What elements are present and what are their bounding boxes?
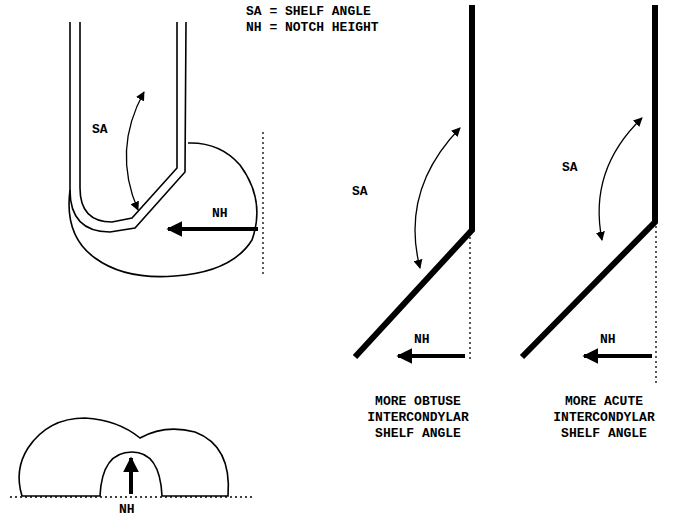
shelf-schematic: [522, 5, 655, 357]
notch-height-arrow: [398, 354, 465, 358]
key-text: SA = SHELF ANGLE: [246, 4, 371, 20]
shelf-schematic: [355, 5, 472, 357]
shelf-angle-arc: [126, 92, 144, 210]
shelf-angle-arc: [599, 118, 642, 240]
reference-line: [10, 496, 252, 497]
angle-label: SA: [352, 184, 368, 200]
reference-line: [655, 226, 656, 386]
dimension-label: NH: [600, 332, 616, 348]
reference-line: [469, 232, 470, 362]
angle-label: SA: [92, 122, 108, 138]
key-text: NH = NOTCH HEIGHT: [246, 20, 379, 36]
shelf-angle-arc: [415, 128, 460, 268]
notch-height-arrow: [129, 458, 133, 494]
dimension-label: NH: [119, 502, 135, 518]
notch-height-arrow: [168, 227, 258, 231]
dimension-label: NH: [414, 332, 430, 348]
reference-line: [262, 132, 263, 276]
femur-lateral-view: [69, 22, 257, 277]
caption-text: MORE OBTUSE INTERCONDYLAR SHELF ANGLE: [367, 394, 468, 442]
dimension-label: NH: [212, 206, 228, 222]
caption-text: MORE ACUTE INTERCONDYLAR SHELF ANGLE: [553, 394, 654, 442]
notch-height-arrow: [584, 354, 652, 358]
angle-label: SA: [562, 160, 578, 176]
femur-end-view: [19, 418, 228, 496]
